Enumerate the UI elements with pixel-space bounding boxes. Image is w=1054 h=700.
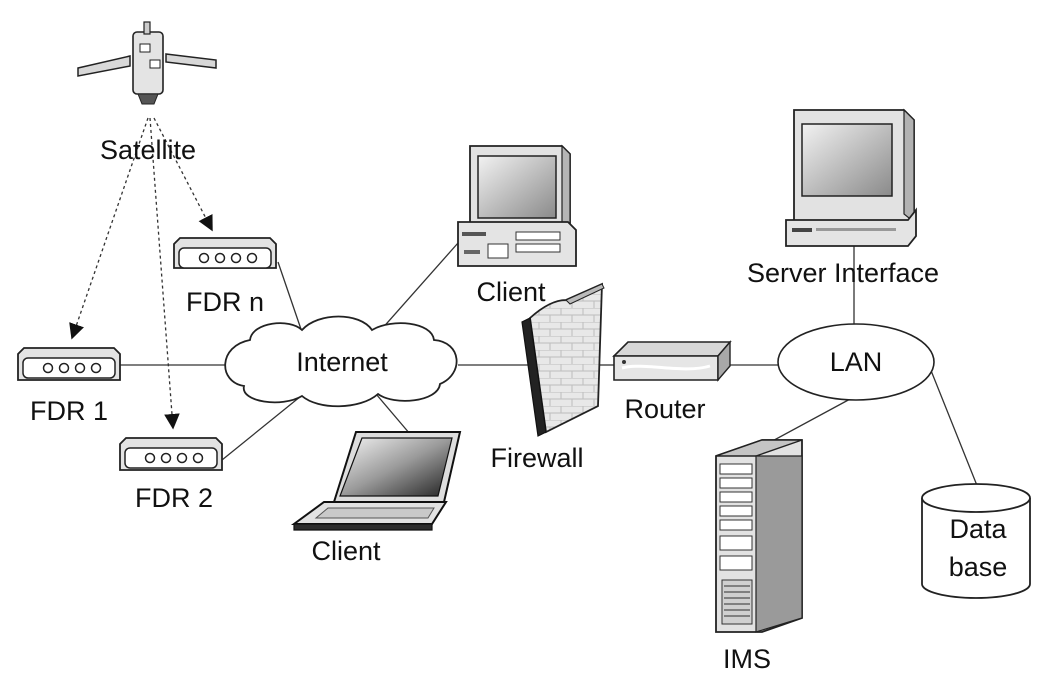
internet-label: Internet — [296, 347, 388, 377]
database-label-line1: Data — [949, 514, 1007, 544]
fdr-n-label: FDR n — [186, 287, 264, 317]
fdr-n-device — [173, 237, 277, 269]
desktop-client-icon — [457, 144, 577, 267]
link-fdr2-internet — [221, 391, 307, 461]
satellite-icon — [77, 21, 217, 105]
database-icon — [921, 483, 1031, 599]
laptop-client-icon — [290, 431, 462, 531]
fdr-2-device — [119, 437, 223, 471]
server-interface-icon — [785, 108, 917, 247]
database-label-line2: base — [949, 552, 1008, 582]
link-laptop-internet — [375, 393, 411, 435]
firewall-icon — [521, 282, 605, 437]
link-lan-database — [929, 367, 979, 489]
lan-ellipse — [777, 323, 935, 401]
internet-cloud-icon — [224, 315, 458, 408]
laptop-client-label: Client — [311, 536, 381, 566]
router-label: Router — [624, 394, 705, 424]
satellite-label: Satellite — [100, 135, 196, 165]
downlink-fdr2 — [149, 117, 180, 430]
fdr-2-label: FDR 2 — [135, 483, 213, 513]
firewall-label: Firewall — [490, 443, 583, 473]
server-interface-label: Server Interface — [747, 258, 939, 288]
lan-label: LAN — [830, 347, 883, 377]
link-fdrn-internet — [277, 261, 305, 339]
satellite-links — [69, 117, 213, 430]
fdr-1-label: FDR 1 — [30, 396, 108, 426]
downlink-fdr1 — [69, 117, 149, 340]
desktop-client-label: Client — [476, 277, 546, 307]
ims-server-icon — [715, 439, 803, 633]
router-icon — [612, 340, 732, 382]
fdr-1-device — [17, 347, 121, 381]
ims-label: IMS — [723, 644, 771, 674]
